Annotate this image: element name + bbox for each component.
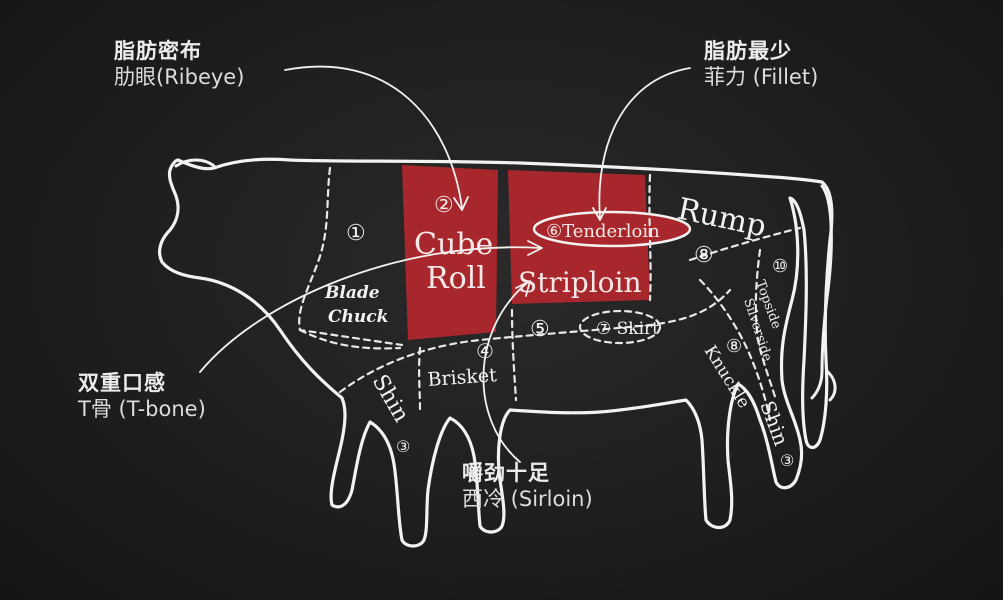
cut-num-cube-roll: ②: [434, 193, 454, 218]
sirloin-arrow: [482, 281, 529, 463]
cut-num-shin-rear: ③: [780, 451, 794, 470]
cut-label-chuck: Chuck: [328, 307, 388, 327]
blade-chuck-border: [298, 166, 404, 347]
callout-sirloin: 嚼劲十足 西冷 (Sirloin): [462, 460, 593, 513]
callout-ribeye-subtitle: 肋眼(Ribeye): [114, 65, 245, 90]
shoulder-line: [298, 328, 402, 350]
cut-num-knuckle: ⑧: [726, 336, 742, 357]
cut-label-brisket: Brisket: [427, 364, 498, 391]
callout-fillet: 脂肪最少 菲力 (Fillet): [704, 38, 818, 91]
tenderloin-region: [532, 210, 692, 248]
callout-sirloin-title: 嚼劲十足: [462, 461, 550, 485]
cow-outline: [157, 157, 834, 548]
cut-label-tenderloin: ⑥Tenderloin: [546, 221, 660, 242]
cow-tail: [810, 184, 837, 402]
cut-label-roll: Roll: [426, 261, 486, 296]
belly-line: [338, 288, 732, 394]
flank-divider: [648, 173, 652, 302]
cut-label-skirt: ⑦ Skirt: [596, 319, 659, 339]
cut-label-striploin: Striploin: [518, 266, 642, 299]
callout-ribeye-title: 脂肪密布: [114, 39, 202, 63]
callout-ribeye: 脂肪密布 肋眼(Ribeye): [114, 38, 244, 91]
cut-num-brisket: ④: [476, 339, 494, 363]
cut-num-shin-front: ③: [396, 437, 410, 456]
callout-sirloin-subtitle: 西冷 (Sirloin): [462, 487, 593, 512]
ribeye-arrow-head: [453, 196, 469, 211]
cut-num-topside: ⑩: [772, 256, 788, 277]
cut-label-blade: Blade: [324, 283, 380, 303]
tbone-arrow: [199, 246, 541, 373]
callout-tbone-subtitle: T骨 (T-bone): [78, 397, 206, 422]
brisket-divider: [418, 346, 422, 412]
tbone-arrow-head: [527, 240, 543, 256]
callout-fillet-title: 脂肪最少: [704, 39, 792, 63]
callout-fillet-subtitle: 菲力 (Fillet): [704, 65, 819, 90]
brisket-divider-2: [510, 308, 518, 402]
callout-tbone: 双重口感 T骨 (T-bone): [78, 370, 206, 423]
rump-divider: [688, 226, 802, 262]
callout-tbone-title: 双重口感: [78, 371, 166, 395]
cut-num-blade-chuck: ①: [346, 221, 366, 246]
rear-divider-2: [754, 248, 778, 402]
cut-num-flank: ⑤: [530, 317, 550, 342]
fillet-arrow-head: [592, 207, 607, 221]
cut-label-rump: Rump: [674, 192, 769, 245]
ribeye-arrow: [284, 65, 463, 209]
skirt-region: [578, 309, 662, 345]
cut-label-shin-front: Shin: [367, 371, 414, 427]
rear-divider: [698, 278, 772, 422]
fillet-arrow: [598, 67, 691, 219]
cow-horn: [174, 158, 216, 168]
sirloin-arrow-head: [515, 280, 531, 297]
cut-num-rump: ⑧: [694, 243, 714, 268]
cut-label-cube: Cube: [414, 227, 493, 262]
